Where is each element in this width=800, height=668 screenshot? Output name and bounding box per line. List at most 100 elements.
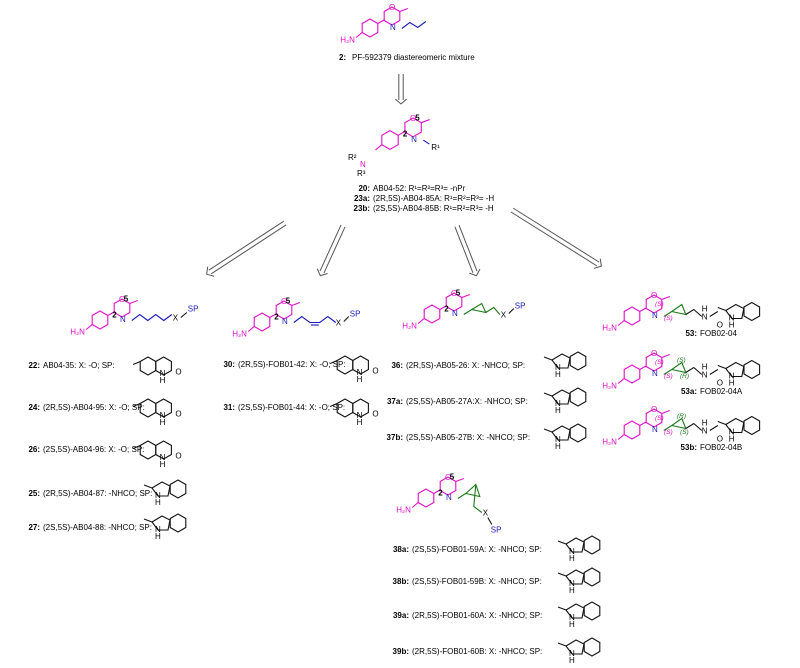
benzene-ring xyxy=(169,479,187,499)
r2-label: R² xyxy=(348,153,357,162)
pyridine-morpholine-bond xyxy=(377,19,385,24)
lactam-ring xyxy=(155,398,172,418)
ethyl-linker xyxy=(685,422,703,431)
arrow-shaft-2 xyxy=(458,225,478,272)
pyridine-morpholine-bond xyxy=(107,311,115,316)
indole-n: N xyxy=(569,579,575,588)
item-text: (2R,5S)-FOB01-60B: X: -NHCO; SP: xyxy=(412,647,542,656)
linker-1 xyxy=(457,493,467,499)
item-text: FOB02-04A xyxy=(700,387,743,396)
item-text: FOB02-04 xyxy=(700,329,737,338)
indole-2-carboxamide: HN xyxy=(717,359,761,388)
item-text: (2R,5S)-FOB01-60A: X: -NHCO; SP: xyxy=(412,611,542,620)
item-num: 24: xyxy=(28,403,40,412)
methyl-bond xyxy=(461,293,470,299)
item-text: (2R,5S)-AB04-95: X: -O; SP: xyxy=(43,403,145,412)
pyrrole-ring xyxy=(551,425,571,441)
attach-bond xyxy=(557,606,567,611)
amide-h: H xyxy=(702,363,708,372)
benzene-ring xyxy=(743,301,761,322)
oxygen-label: O xyxy=(281,297,287,306)
amine-label: H₂N xyxy=(602,324,617,333)
nitrogen-label: N xyxy=(282,317,288,326)
indole-h: H xyxy=(569,656,575,665)
carbonyl-o: O xyxy=(717,435,723,444)
stereo-descriptor: (S) xyxy=(655,301,664,308)
item-text: (2S,5S)-FOB01-44: X: -O; SP: xyxy=(238,403,345,412)
r3-label: R³ xyxy=(357,169,366,178)
butyl-linker xyxy=(131,313,173,322)
r1-label: R¹ xyxy=(431,143,440,152)
benzene-ring xyxy=(569,351,587,371)
benzene-ring xyxy=(583,637,601,657)
linker-1 xyxy=(463,309,473,315)
stereo-descriptor: (R) xyxy=(680,373,689,380)
lactam-h: H xyxy=(160,376,166,385)
linker-2 xyxy=(473,484,483,513)
oxygen-label: O xyxy=(389,3,395,12)
sp-indole: HN xyxy=(557,567,601,595)
pyridine-morpholine-bond xyxy=(397,131,405,136)
amide-bond xyxy=(709,311,719,317)
nitrogen-label: N xyxy=(411,135,417,144)
benzene-ring xyxy=(569,423,587,443)
pyrrole-ring xyxy=(151,515,171,531)
lactam-n: N xyxy=(357,368,363,377)
sp-indole: HN xyxy=(543,387,587,415)
attach-bond xyxy=(717,420,726,426)
lactam-n: N xyxy=(160,411,166,420)
attach-bond xyxy=(557,540,567,545)
item-text: (2R,5S)-FOB01-42: X: -O; SP: xyxy=(238,360,346,369)
attach-bond xyxy=(143,484,153,489)
attach-bond xyxy=(543,392,553,397)
lactam-n: N xyxy=(160,369,166,378)
pyridine-ring xyxy=(623,420,641,440)
attach-bond xyxy=(143,518,153,523)
sp-indole: HN xyxy=(543,351,587,379)
arrow-shaft-1 xyxy=(208,220,285,271)
stereo-descriptor: (S) xyxy=(655,359,664,366)
attach-bond xyxy=(132,402,141,408)
x-label: X xyxy=(501,311,507,320)
methyl-bond xyxy=(661,409,670,415)
sp-label: SP xyxy=(188,305,199,314)
amine-bond xyxy=(617,434,625,440)
indole-h: H xyxy=(155,532,161,541)
position-2: 2 xyxy=(112,311,117,320)
oxygen-label: O xyxy=(651,405,657,414)
oxygen-label: O xyxy=(119,295,125,304)
stereo-descriptor: (S) xyxy=(664,315,673,322)
pyridine-morpholine-bond xyxy=(639,421,647,426)
oxygen-label: O xyxy=(445,473,451,482)
sp-indole: HN xyxy=(143,513,187,541)
amine-label: H₂N xyxy=(70,328,85,337)
amide-n: N xyxy=(702,427,708,436)
carbonyl-o: O xyxy=(717,379,723,388)
pyrrole-ring xyxy=(565,639,585,655)
item-text: (2S,5S)-AB04-96: X: -O; SP: xyxy=(43,445,144,454)
amine-label: H₂N xyxy=(602,438,617,447)
x-sp-bond xyxy=(487,517,493,525)
methyl-bond xyxy=(455,477,464,483)
pyrrole-ring xyxy=(565,569,585,585)
arrow-head xyxy=(316,268,328,277)
indole-n: N xyxy=(569,649,575,658)
oxygen-label: O xyxy=(410,114,416,123)
nitrogen-label: N xyxy=(452,309,458,318)
item-num: 31: xyxy=(223,403,235,412)
cyclopropane xyxy=(470,302,487,314)
stereo-descriptor: (S) xyxy=(664,429,673,436)
ethyl-linker xyxy=(685,308,703,317)
pyridine-ring xyxy=(623,306,641,326)
indole-n: N xyxy=(555,363,561,372)
attach-bond xyxy=(557,642,567,647)
pyrrole-ring xyxy=(724,303,745,320)
cyclopropane xyxy=(670,303,687,316)
item-num: 27: xyxy=(28,523,40,532)
